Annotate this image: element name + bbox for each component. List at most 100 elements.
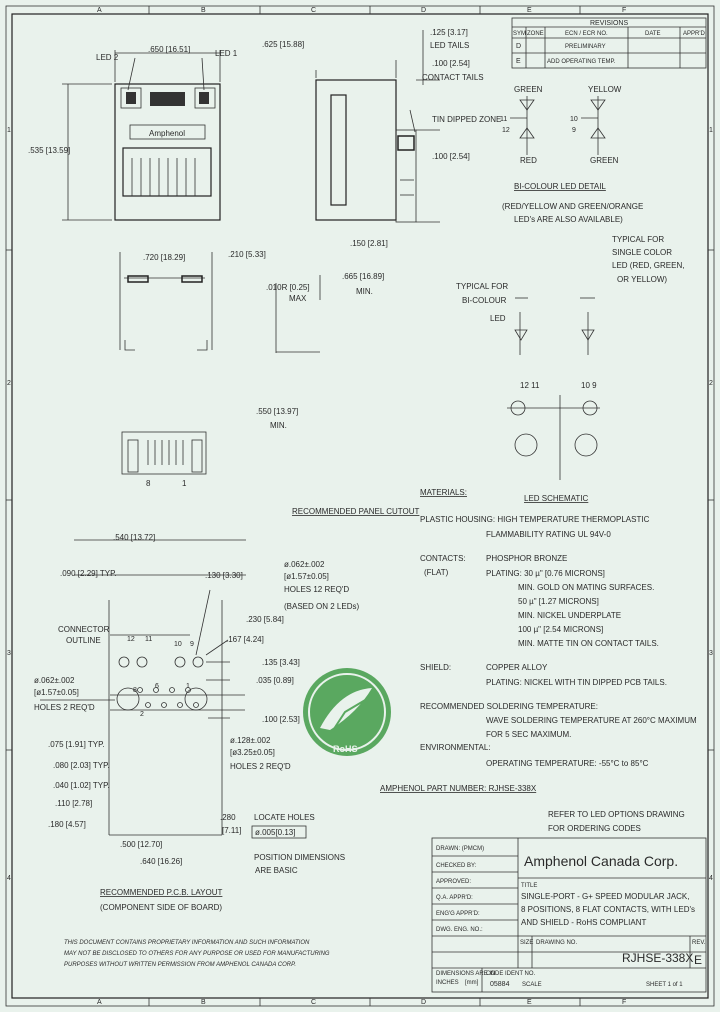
rev-header-date: DATE (645, 31, 661, 37)
front-view: Amphenol (62, 50, 221, 221)
panel-bottom-min: MIN. (270, 421, 287, 430)
side-bottom-dim: .150 [2.81] (350, 239, 388, 248)
front-logo: Amphenol (149, 129, 185, 138)
side-led-tails-dim: .125 [3.17] (430, 28, 468, 37)
zone-top-b: B (201, 7, 206, 14)
schematic-typ-single-3: LED (RED, GREEN, (612, 261, 684, 270)
schematic-title: LED SCHEMATIC (524, 494, 589, 503)
side-view (315, 30, 440, 223)
bicolour-yellow-top: YELLOW (588, 85, 622, 94)
pcb-hole3-dia-mm: [ø3.25±0.05] (230, 748, 275, 757)
pcb-top-dim: .540 [13.72] (113, 533, 155, 542)
materials-plating4: MIN. NICKEL UNDERPLATE (518, 611, 621, 620)
panel-cutout (119, 252, 321, 475)
zone-right-4: 4 (709, 875, 713, 882)
panel-pin8: 8 (146, 479, 151, 488)
pcb-pin-6: 6 (155, 683, 159, 690)
pcb-outline-label: OUTLINE (66, 636, 101, 645)
zone-left-2: 2 (7, 380, 11, 387)
schematic-typ-bi-3: LED (490, 314, 506, 323)
pcb-pin-11: 11 (145, 636, 152, 643)
pcb-pin-8: 8 (133, 687, 137, 694)
tb-title-line2: 8 POSITIONS, 8 FLAT CONTACTS, WITH LED's (521, 905, 695, 914)
pcb-dim-035: .035 [0.89] (256, 676, 294, 685)
schematic-mount-left (514, 433, 538, 457)
tb-dims: DIMENSIONS ARE IN (436, 971, 495, 977)
zone-top-a: A (97, 7, 102, 14)
pcb-hole-11 (136, 656, 148, 668)
side-tin-zone-label: TIN DIPPED ZONE (432, 115, 501, 124)
led-schematic (507, 297, 600, 480)
materials-contacts: CONTACTS: (420, 554, 466, 563)
zone-bottom-d: D (421, 999, 426, 1006)
side-contact-tails-label: CONTACT TAILS (422, 73, 484, 82)
zone-left-3: 3 (7, 650, 11, 657)
tb-title-line3: AND SHIELD - RoHS COMPLIANT (521, 918, 646, 927)
pcb-dim-040: .040 [1.02] TYP. (53, 781, 110, 790)
disclaimer-line2: MAY NOT BE DISCLOSED TO OTHERS FOR ANY P… (64, 951, 330, 957)
pcb-holes12-label: HOLES 12 REQ'D (284, 585, 349, 594)
disclaimer: THIS DOCUMENT CONTAINS PROPRIETARY INFOR… (64, 940, 330, 968)
revisions-table (511, 17, 707, 69)
rev-row1-sym: D (516, 43, 521, 50)
tb-rev-label: REV. (692, 940, 706, 946)
pcb-dim-167: .167 [4.24] (226, 635, 264, 644)
pcb-position-dims: POSITION DIMENSIONS (254, 853, 345, 862)
panel-depth-dim: .665 [16.89] (342, 272, 384, 281)
schematic-typ-single-1: TYPICAL FOR (612, 235, 664, 244)
materials-plating2: MIN. GOLD ON MATING SURFACES. (518, 583, 654, 592)
side-pitch-dim: .100 [2.54] (432, 152, 470, 161)
tb-inches: INCHES (436, 980, 459, 986)
pcb-layout-title: RECOMMENDED P.C.B. LAYOUT (100, 888, 223, 897)
inner-border (11, 13, 709, 999)
pcb-hole3-dia: ø.128±.002 (230, 736, 271, 745)
tb-title-label: TITLE (521, 883, 537, 889)
revisions-title: REVISIONS (590, 20, 628, 27)
side-contact-tails-dim: .100 [2.54] (432, 59, 470, 68)
led2-window (126, 92, 136, 104)
zone-right-1: 1 (709, 127, 713, 134)
rohs-stamp: RoHS (303, 668, 391, 756)
zone-bottom-e: E (527, 999, 532, 1006)
tb-cage-val: 05884 (490, 981, 510, 988)
materials-plating3: 50 µ" [1.27 MICRONS] (518, 597, 599, 606)
zone-labels: A B C D E F A B C D E F 1 2 3 4 1 2 3 4 (7, 7, 713, 1006)
materials-env-val: OPERATING TEMPERATURE: -55°C to 85°C (486, 759, 649, 768)
rev-row2-desc: ADD OPERATING TEMP. (547, 59, 616, 65)
bicolour-green-bottom: GREEN (590, 156, 619, 165)
zone-bottom-c: C (311, 999, 316, 1006)
materials-contacts-val: PHOSPHOR BRONZE (486, 554, 567, 563)
materials-part-label: AMPHENOL PART NUMBER: RJHSE-338X (380, 784, 537, 793)
tb-company: Amphenol Canada Corp. (524, 853, 678, 869)
bicolour-pin10: 10 (570, 116, 578, 123)
pcb-dim-280: .280 (220, 813, 236, 822)
pcb-pin-12: 12 (127, 636, 135, 643)
tb-approved: APPROVED: (436, 879, 471, 885)
pcb-holes3-label: HOLES 2 REQ'D (230, 762, 291, 771)
materials-shield-plating: PLATING: NICKEL WITH TIN DIPPED PCB TAIL… (486, 678, 667, 687)
rohs-stamp-text: RoHS (333, 744, 358, 754)
pcb-dim-180: .180 [4.57] (48, 820, 86, 829)
rev-header-zone: ZONE (527, 31, 544, 37)
materials-flat: (FLAT) (424, 568, 449, 577)
pcb-hole12-dia: ø.062±.002 (284, 560, 325, 569)
materials-plating5: 100 µ" [2.54 MICRONS] (518, 625, 603, 634)
materials-solder: RECOMMENDED SOLDERING TEMPERATURE: (420, 702, 598, 711)
tb-rev: E (694, 953, 702, 967)
tb-eng: ENG'G APPR'D: (436, 911, 480, 917)
panel-radius-dim: .010R [0.25] (266, 283, 310, 292)
outer-border (5, 5, 715, 1007)
disclaimer-line3: PURPOSES WITHOUT WRITTEN PERMISSION FROM… (64, 962, 296, 968)
tb-title-line1: SINGLE-PORT - G+ SPEED MODULAR JACK, (521, 892, 689, 901)
pcb-hole-12 (118, 656, 130, 668)
pcb-hole-10 (174, 656, 186, 668)
front-led2-label: LED 2 (96, 53, 119, 62)
materials-shield-val: COPPER ALLOY (486, 663, 548, 672)
pcb-dim-280-mm: [7.11] (222, 826, 241, 835)
pcb-dim-075: .075 [1.91] TYP. (48, 740, 105, 749)
panel-pin1: 1 (182, 479, 187, 488)
pcb-dim-640: .640 [16.26] (140, 857, 182, 866)
zone-top-f: F (622, 7, 626, 14)
tb-mm: [mm] (465, 980, 479, 986)
zone-right-2: 2 (709, 380, 713, 387)
